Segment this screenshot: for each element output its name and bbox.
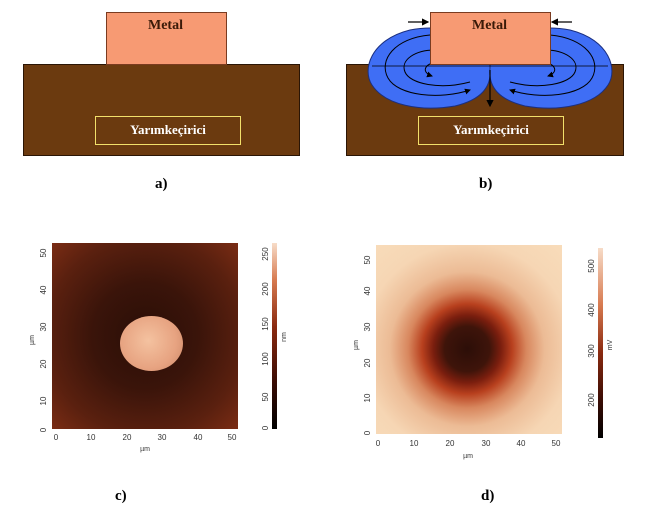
scale-tick: 200	[261, 282, 270, 296]
metal-contact	[430, 12, 551, 65]
color-scale-bar	[272, 243, 277, 429]
panel-a-label: a)	[155, 176, 168, 192]
y-unit: µm	[353, 340, 360, 350]
panel-c-label: c)	[115, 488, 127, 504]
y-unit: µm	[29, 335, 36, 345]
field-line-left-outer	[384, 34, 471, 96]
scale-tick: 500	[587, 259, 596, 273]
y-tick: 10	[39, 396, 48, 405]
y-tick: 0	[39, 427, 48, 432]
x-tick: 30	[482, 439, 491, 448]
scale-unit: mV	[607, 339, 614, 350]
panel-b-label: b)	[479, 176, 493, 192]
scale-tick: 150	[261, 317, 270, 331]
panel-d-axes: 50 40 30 20 10 0 µm 0 10 20 30 40 50 µm	[353, 255, 561, 460]
x-tick: 50	[552, 439, 561, 448]
field-line-right-inner	[509, 47, 577, 87]
scale-tick: 100	[261, 352, 270, 366]
topography-map	[52, 243, 238, 429]
metal-label: Metal	[472, 18, 507, 33]
semiconductor-label: Yarımkeçirici	[453, 122, 529, 137]
x-tick: 40	[194, 433, 203, 442]
metal-dot	[120, 316, 183, 371]
potential-map	[376, 245, 562, 434]
x-tick: 30	[158, 433, 167, 442]
semiconductor-label-box	[418, 116, 564, 145]
y-tick: 10	[363, 393, 372, 402]
y-tick: 20	[363, 358, 372, 367]
scale-unit: nm	[281, 332, 288, 342]
color-scale-bar	[598, 248, 603, 438]
field-line-right-outer	[509, 34, 596, 96]
y-tick: 20	[39, 359, 48, 368]
x-tick: 20	[123, 433, 132, 442]
y-tick: 40	[39, 285, 48, 294]
y-tick: 40	[363, 286, 372, 295]
semiconductor-label: Yarımkeçirici	[130, 122, 206, 137]
metal-contact	[106, 12, 227, 65]
x-tick: 40	[517, 439, 526, 448]
semiconductor-substrate	[23, 64, 300, 156]
x-tick: 50	[228, 433, 237, 442]
y-tick: 50	[363, 255, 372, 264]
x-tick: 0	[54, 433, 59, 442]
x-tick: 10	[87, 433, 96, 442]
panel-c-axes: 50 40 30 20 10 0 µm 0 10 20 30 40 50 µm	[29, 248, 237, 453]
panel-d-label: d)	[481, 488, 495, 504]
x-unit: µm	[463, 453, 473, 460]
scale-tick: 0	[261, 425, 270, 430]
panel-c-scale: 0 50 100 150 200 250 nm	[261, 247, 288, 430]
scale-tick: 300	[587, 344, 596, 358]
y-tick: 30	[363, 322, 372, 331]
metal-label: Metal	[148, 18, 183, 33]
field-line-left-inner	[403, 47, 471, 87]
scale-tick: 200	[587, 393, 596, 407]
scale-tick: 50	[261, 392, 270, 401]
y-tick: 0	[363, 430, 372, 435]
x-unit: µm	[140, 446, 150, 453]
x-tick: 20	[446, 439, 455, 448]
y-tick: 30	[39, 322, 48, 331]
x-tick: 10	[410, 439, 419, 448]
y-tick: 50	[39, 248, 48, 257]
scale-tick: 400	[587, 303, 596, 317]
semiconductor-label-box	[95, 116, 241, 145]
x-tick: 0	[376, 439, 381, 448]
scale-tick: 250	[261, 247, 270, 261]
panel-d-scale: 200 300 400 500 mV	[587, 259, 614, 407]
